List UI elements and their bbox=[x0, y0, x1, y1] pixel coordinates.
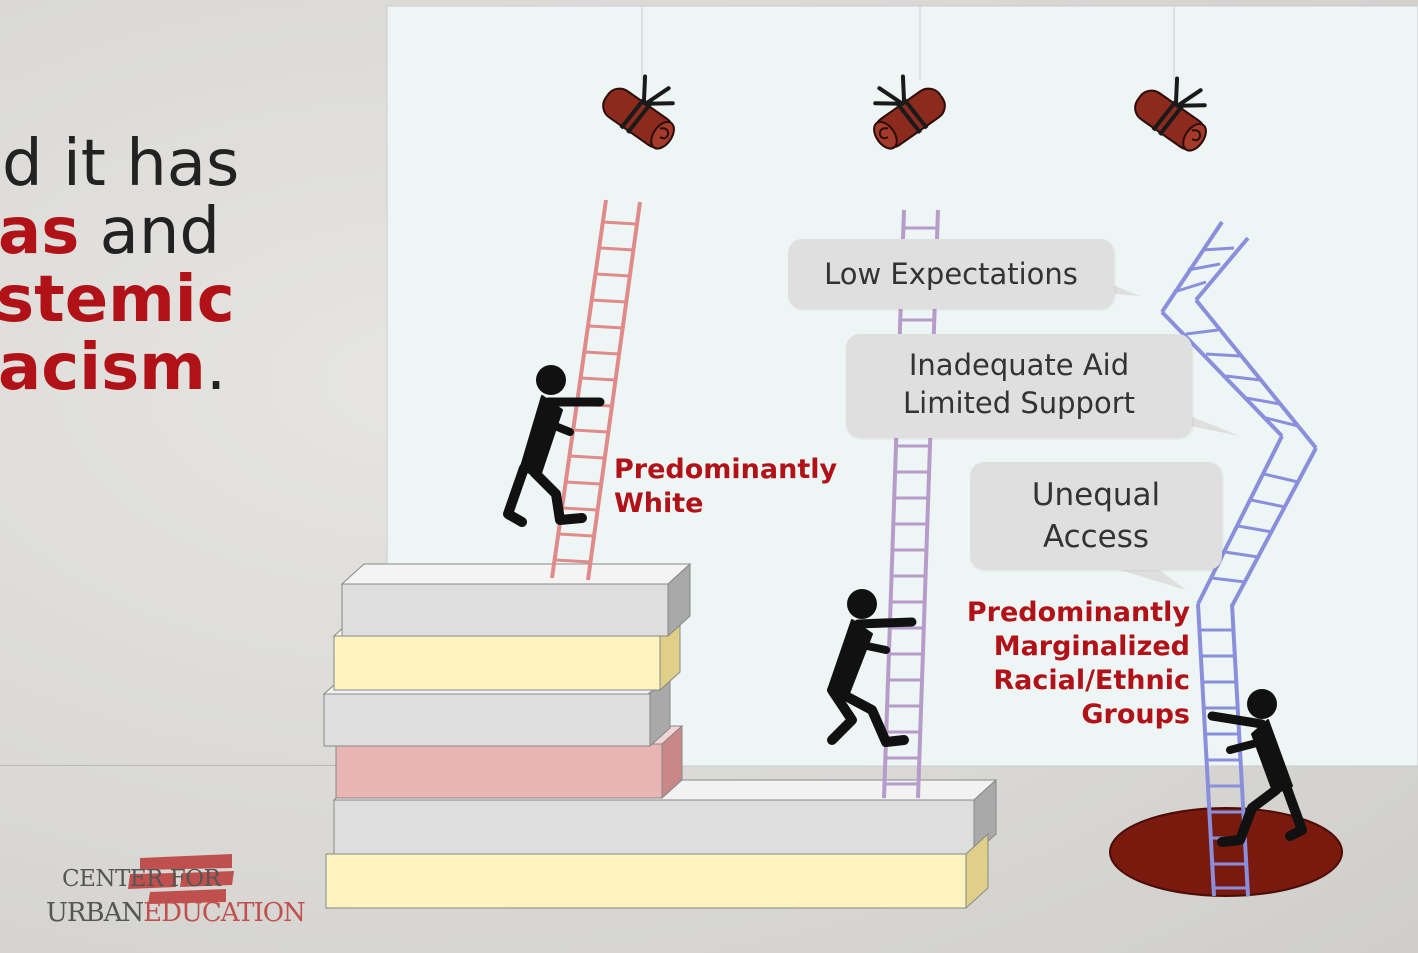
headline-line-3: stemic bbox=[0, 266, 235, 334]
ladder-blue-broken bbox=[1160, 220, 1318, 897]
diploma-icon bbox=[1134, 76, 1207, 152]
label-predominantly-white: Predominantly White bbox=[614, 454, 838, 519]
logo-center-for: CENTER FOR bbox=[62, 866, 221, 892]
callout-low-expectations: Low Expectations bbox=[788, 239, 1114, 309]
callout-inadequate-aid: Inadequate Aid Limited Support bbox=[846, 334, 1192, 438]
climbing-person-icon bbox=[827, 589, 917, 747]
headline-systemic-word: stemic bbox=[0, 263, 235, 337]
climbing-person-icon bbox=[1207, 689, 1307, 847]
logo-urban-education: URBANEDUCATION bbox=[46, 898, 306, 928]
diploma-icon bbox=[602, 74, 675, 150]
headline-line-1: d it has bbox=[2, 127, 240, 201]
headline-bias-word: as bbox=[0, 195, 80, 269]
climbing-person-icon bbox=[503, 365, 605, 527]
headline-racism-word: acism bbox=[0, 331, 206, 405]
hole bbox=[1109, 807, 1343, 897]
callout-unequal-access: Unequal Access bbox=[970, 462, 1222, 570]
label-predominantly-marginalized: Predominantly Marginalized Racial/Ethnic… bbox=[966, 597, 1190, 730]
diploma-icon bbox=[873, 74, 946, 150]
headline-line-4: acism. bbox=[0, 331, 227, 405]
advantage-blocks bbox=[322, 562, 998, 910]
headline-line-2: as and bbox=[0, 195, 221, 269]
